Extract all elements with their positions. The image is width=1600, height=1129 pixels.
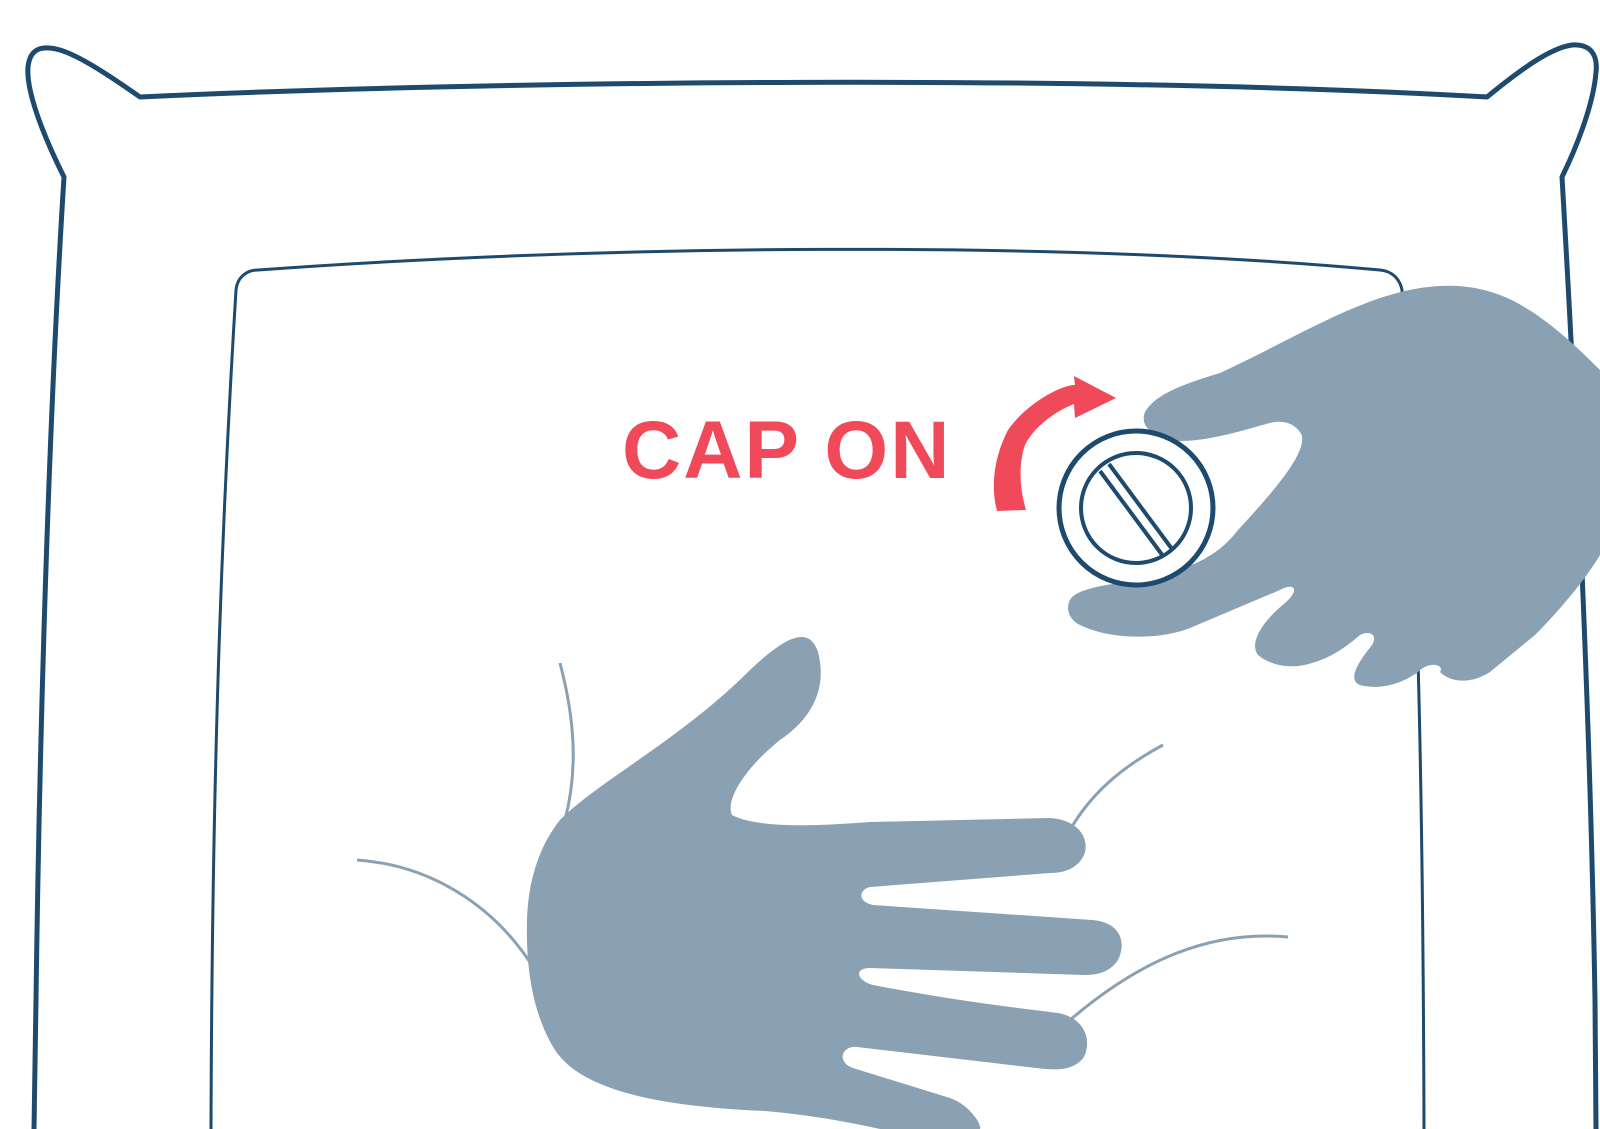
- screw-cap-icon: [1059, 431, 1213, 585]
- motion-line-right-upper: [1070, 745, 1163, 830]
- motion-line-top-left: [560, 663, 573, 820]
- cap-on-label: CAP ON: [622, 405, 951, 496]
- motion-line-left: [357, 860, 535, 970]
- hand-pressing-package-icon: [527, 637, 1122, 1129]
